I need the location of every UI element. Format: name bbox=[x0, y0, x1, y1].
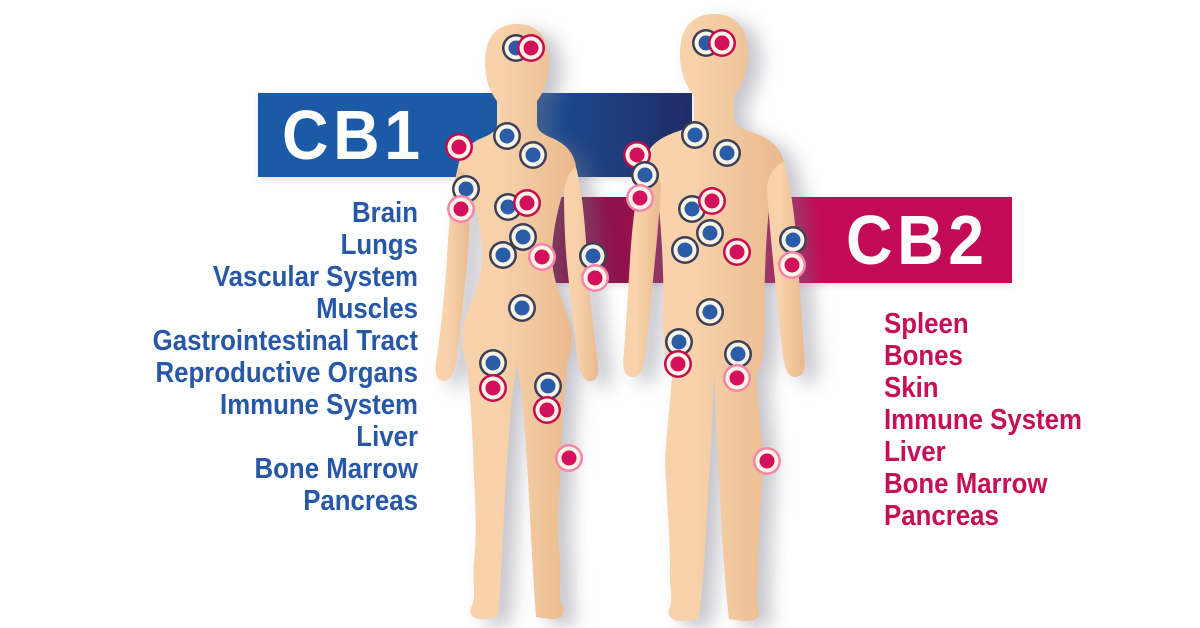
organ-list-item: Vascular System bbox=[212, 261, 418, 293]
organ-list-item: Bone Marrow bbox=[884, 468, 1048, 500]
receptor-dot-cb1 bbox=[719, 145, 735, 161]
receptor-dot-cb1 bbox=[684, 201, 700, 217]
receptor-dot-cb1 bbox=[687, 127, 703, 143]
receptor-dot-cb2 bbox=[714, 35, 730, 51]
organ-list-item: Gastrointestinal Tract bbox=[152, 325, 419, 357]
organ-list-item: Reproductive Organs bbox=[155, 357, 418, 389]
receptor-dot-cb2 bbox=[670, 356, 686, 372]
organ-list-item: Bone Marrow bbox=[254, 453, 418, 485]
organ-list-item: Liver bbox=[356, 421, 418, 453]
receptor-dot-cb2 bbox=[629, 147, 645, 163]
receptor-dot-cb1 bbox=[702, 225, 718, 241]
female-right-arm bbox=[564, 167, 599, 382]
receptor-dot-cb2 bbox=[519, 195, 535, 211]
organ-list-item: Lungs bbox=[340, 229, 418, 261]
receptor-dot-cb1 bbox=[702, 304, 718, 320]
female-silhouette bbox=[435, 24, 599, 620]
organ-list-item: Muscles bbox=[316, 293, 418, 325]
receptor-dot-cb1 bbox=[525, 147, 541, 163]
female-left-arm bbox=[435, 167, 470, 382]
organ-list-item: Skin bbox=[884, 372, 939, 404]
organ-list-item: Pancreas bbox=[303, 485, 418, 517]
receptor-dot-cb1 bbox=[785, 232, 801, 248]
receptor-dot-cb1 bbox=[508, 40, 524, 56]
receptor-dot-cb2 bbox=[539, 402, 555, 418]
receptor-dot-cb1 bbox=[495, 247, 511, 263]
receptor-dot-cb2 bbox=[729, 370, 745, 386]
receptor-dot-cb2 bbox=[451, 139, 467, 155]
receptor-dot-cb2 bbox=[632, 190, 648, 206]
receptor-dot-cb1 bbox=[515, 229, 531, 245]
receptor-dot-cb1 bbox=[730, 346, 746, 362]
receptor-dot-cb2 bbox=[729, 244, 745, 260]
receptor-dot-cb2 bbox=[453, 201, 469, 217]
receptor-dot-cb2 bbox=[534, 249, 550, 265]
receptor-dot-cb2 bbox=[784, 257, 800, 273]
organ-list-item: Liver bbox=[884, 436, 946, 468]
receptor-dot-cb2 bbox=[523, 40, 539, 56]
receptor-dot-cb1 bbox=[671, 334, 687, 350]
organ-list-item: Pancreas bbox=[884, 500, 999, 532]
receptor-dot-cb1 bbox=[500, 199, 516, 215]
receptor-dot-cb1 bbox=[514, 300, 530, 316]
organ-list-item: Brain bbox=[352, 197, 418, 229]
receptor-dot-cb2 bbox=[485, 380, 501, 396]
receptor-dot-cb2 bbox=[587, 270, 603, 286]
receptor-dot-cb1 bbox=[698, 35, 714, 51]
organ-list-item: Immune System bbox=[220, 389, 418, 421]
organ-list-item: Spleen bbox=[884, 308, 969, 340]
receptor-dot-cb1 bbox=[677, 242, 693, 258]
receptor-dot-cb1 bbox=[585, 248, 601, 264]
receptor-dot-cb2 bbox=[561, 450, 577, 466]
female-body bbox=[458, 24, 576, 620]
receptor-dot-cb1 bbox=[458, 181, 474, 197]
receptor-dot-cb1 bbox=[499, 128, 515, 144]
receptor-dot-cb1 bbox=[485, 355, 501, 371]
receptor-dot-cb1 bbox=[540, 378, 556, 394]
cb2-label: CB2 bbox=[846, 201, 989, 279]
receptor-dot-cb1 bbox=[637, 167, 653, 183]
receptor-dot-cb2 bbox=[759, 453, 775, 469]
receptor-dot-cb2 bbox=[704, 193, 720, 209]
male-left-arm bbox=[623, 162, 661, 378]
organ-list-item: Immune System bbox=[884, 404, 1082, 436]
organ-list-item: Bones bbox=[884, 340, 963, 372]
cb1-label: CB1 bbox=[282, 96, 425, 174]
